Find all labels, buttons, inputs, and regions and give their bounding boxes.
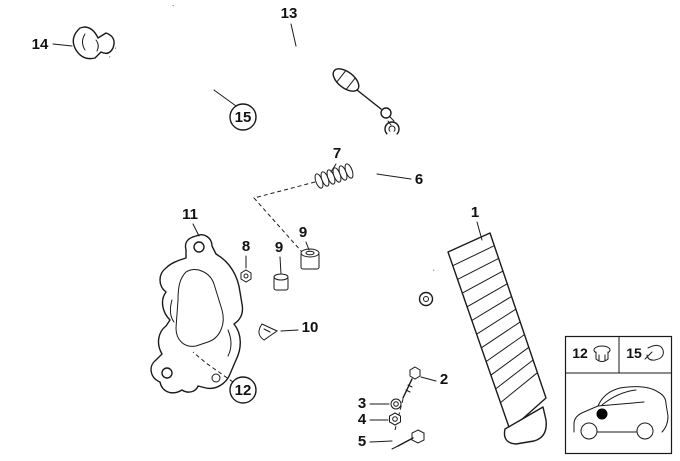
svg-text:12: 12 [235,382,252,399]
throttle-cable [109,5,341,95]
callout-4[interactable]: 4 [358,411,367,428]
location-dot [596,408,608,420]
callout-11[interactable]: 11 [182,206,198,223]
clip-icon [644,344,664,361]
callout-1[interactable]: 1 [471,204,479,221]
cable-adjuster-barrel [332,68,395,122]
grommet-icon [593,345,611,362]
inset-box[interactable]: 12 15 [564,335,673,455]
callout-3[interactable]: 3 [358,395,366,412]
stop-screw-5 [391,429,425,450]
callout-15-circled[interactable]: 15 [229,103,257,131]
inset-label-15[interactable]: 15 [626,345,642,361]
callout-8[interactable]: 8 [242,238,250,255]
accelerator-pedal [432,232,547,445]
svg-text:15: 15 [235,109,252,126]
bushing-9a [273,273,289,291]
bushing-9b [300,248,320,270]
push-pin-10 [258,323,279,341]
spring-alignment-dashes [253,181,316,253]
return-spring [253,163,354,253]
callout-14[interactable]: 14 [32,36,49,53]
bolt-2 [394,366,421,431]
small-nut-8 [240,269,252,283]
cable-clip [72,26,115,60]
car-location-sketch [573,386,669,440]
pedal-lever [345,120,434,307]
nut-4 [389,412,401,426]
washer-3 [390,398,402,410]
callout-13[interactable]: 13 [281,5,298,22]
callout-2[interactable]: 2 [440,371,448,388]
callout-9b[interactable]: 9 [299,224,307,241]
leader-lines [52,23,483,443]
mounting-bracket [150,234,244,394]
inset-label-12[interactable]: 12 [572,345,588,361]
callout-6[interactable]: 6 [415,171,423,188]
callout-10[interactable]: 10 [302,319,319,336]
callout-5[interactable]: 5 [358,433,366,450]
pedal-foot [503,406,547,445]
callout-9a[interactable]: 9 [275,239,283,256]
callout-12-circled[interactable]: 12 [229,376,257,404]
callout-7[interactable]: 7 [333,145,341,162]
